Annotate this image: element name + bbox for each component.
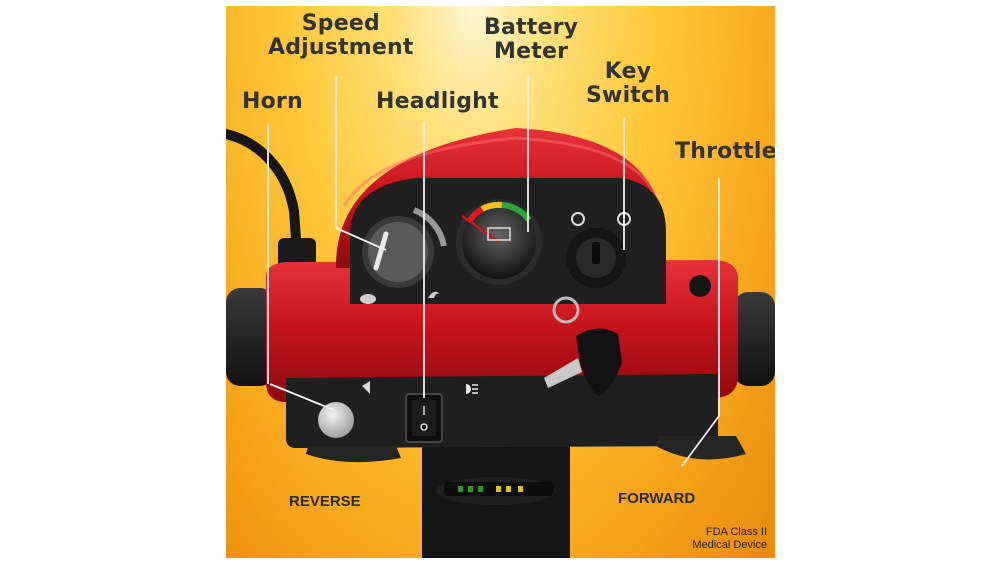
key-icon — [576, 328, 622, 396]
forward-label: FORWARD — [618, 490, 696, 507]
horn-button — [318, 402, 354, 438]
battery-meter-label: Battery Meter — [484, 16, 578, 64]
fda-note: FDA Class II Medical Device — [692, 526, 767, 552]
battery-icon — [487, 227, 511, 241]
speed-label-line-2: Adjustment — [268, 35, 414, 60]
left-grip — [226, 288, 274, 386]
headlight-label: Headlight — [376, 89, 499, 114]
mirror-stalk — [226, 129, 303, 273]
fda-line-1: FDA Class II — [705, 526, 767, 538]
scooter-illustration — [226, 76, 775, 558]
reverse-lever — [306, 446, 401, 463]
key-switch-label: Key Switch — [586, 60, 670, 108]
horn-label: Horn — [242, 89, 303, 114]
speed-label-line-1: Speed — [301, 11, 380, 36]
turtle-icon — [360, 294, 376, 304]
lower-panel — [286, 374, 718, 448]
right-grip — [734, 292, 775, 386]
key-label-line-1: Key — [604, 59, 652, 84]
speed-adjustment-label: Speed Adjustment — [268, 12, 414, 60]
battery-label-line-2: Meter — [494, 39, 569, 64]
key-label-line-2: Switch — [586, 83, 671, 108]
throttle-label: Throttle — [675, 139, 775, 164]
leader-lines — [267, 76, 720, 467]
forward-lever — [656, 436, 746, 460]
throttle-knob — [689, 275, 711, 297]
scooter-console-photo: Speed Adjustment Horn Headlight Battery … — [226, 6, 775, 558]
rabbit-icon — [428, 291, 440, 298]
battery-label-line-1: Battery — [484, 15, 579, 40]
fda-line-2: Medical Device — [692, 539, 767, 551]
key-ring — [552, 296, 580, 324]
headlight-icon — [466, 384, 478, 394]
reverse-label: REVERSE — [289, 493, 361, 510]
horn-icon — [362, 381, 370, 394]
